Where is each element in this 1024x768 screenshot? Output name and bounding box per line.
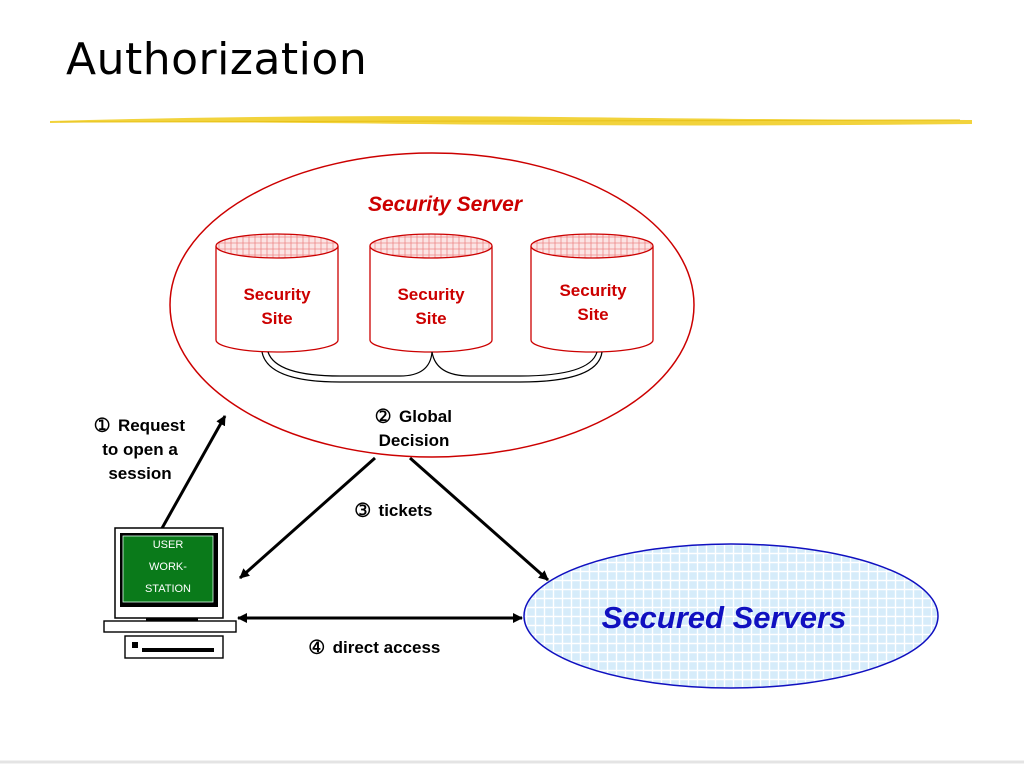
svg-text:➁ Global: ➁ Global (375, 407, 452, 426)
security-site-1: Security Site (215, 233, 339, 353)
step-1-line3: session (108, 464, 171, 483)
security-server-label: Security Server (368, 193, 524, 216)
slide-title: Authorization (66, 34, 368, 85)
step-2-number: ➁ (375, 407, 391, 426)
step-2-line1: Global (399, 407, 452, 426)
step-global-decision: ➁ Global Decision (375, 407, 452, 450)
request-arrow (159, 415, 227, 531)
secured-servers-ellipse (523, 543, 939, 689)
workstation-label-line3: STATION (145, 583, 191, 595)
step-direct-access: ➃ direct access (309, 638, 441, 657)
title-underline (50, 116, 972, 126)
site-1-label-line1: Security (243, 285, 311, 304)
site-3-label-line1: Security (559, 281, 627, 300)
step-1-number: ➀ (94, 416, 110, 435)
site-1-label-line2: Site (261, 309, 292, 328)
workstation-label-line1: USER (153, 539, 184, 551)
step-request: ➀ Request to open a session (94, 416, 185, 483)
step-1-line1: Request (118, 416, 185, 435)
step-1-line2: to open a (102, 440, 178, 459)
ticket-arrow-to-workstation (239, 456, 376, 580)
secured-servers-label: Secured Servers (602, 600, 847, 635)
step-3-line1: tickets (379, 501, 433, 520)
site-3-label-line2: Site (577, 305, 608, 324)
ticket-arrow-to-servers (409, 456, 549, 582)
svg-text:➀ Request: ➀ Request (94, 416, 185, 435)
step-3-number: ➂ (355, 501, 371, 520)
step-4-number: ➃ (309, 638, 325, 657)
security-site-3: Security Site (530, 233, 654, 353)
step-2-line2: Decision (379, 431, 450, 450)
security-site-2: Security Site (369, 233, 493, 353)
step-tickets: ➂ tickets (355, 501, 433, 520)
step-4-line1: direct access (333, 638, 441, 657)
site-2-label-line2: Site (415, 309, 446, 328)
site-2-label-line1: Security (397, 285, 465, 304)
workstation-label-line2: WORK- (149, 561, 187, 573)
user-workstation: USER WORK- STATION (103, 527, 237, 659)
site-connector (261, 351, 603, 383)
